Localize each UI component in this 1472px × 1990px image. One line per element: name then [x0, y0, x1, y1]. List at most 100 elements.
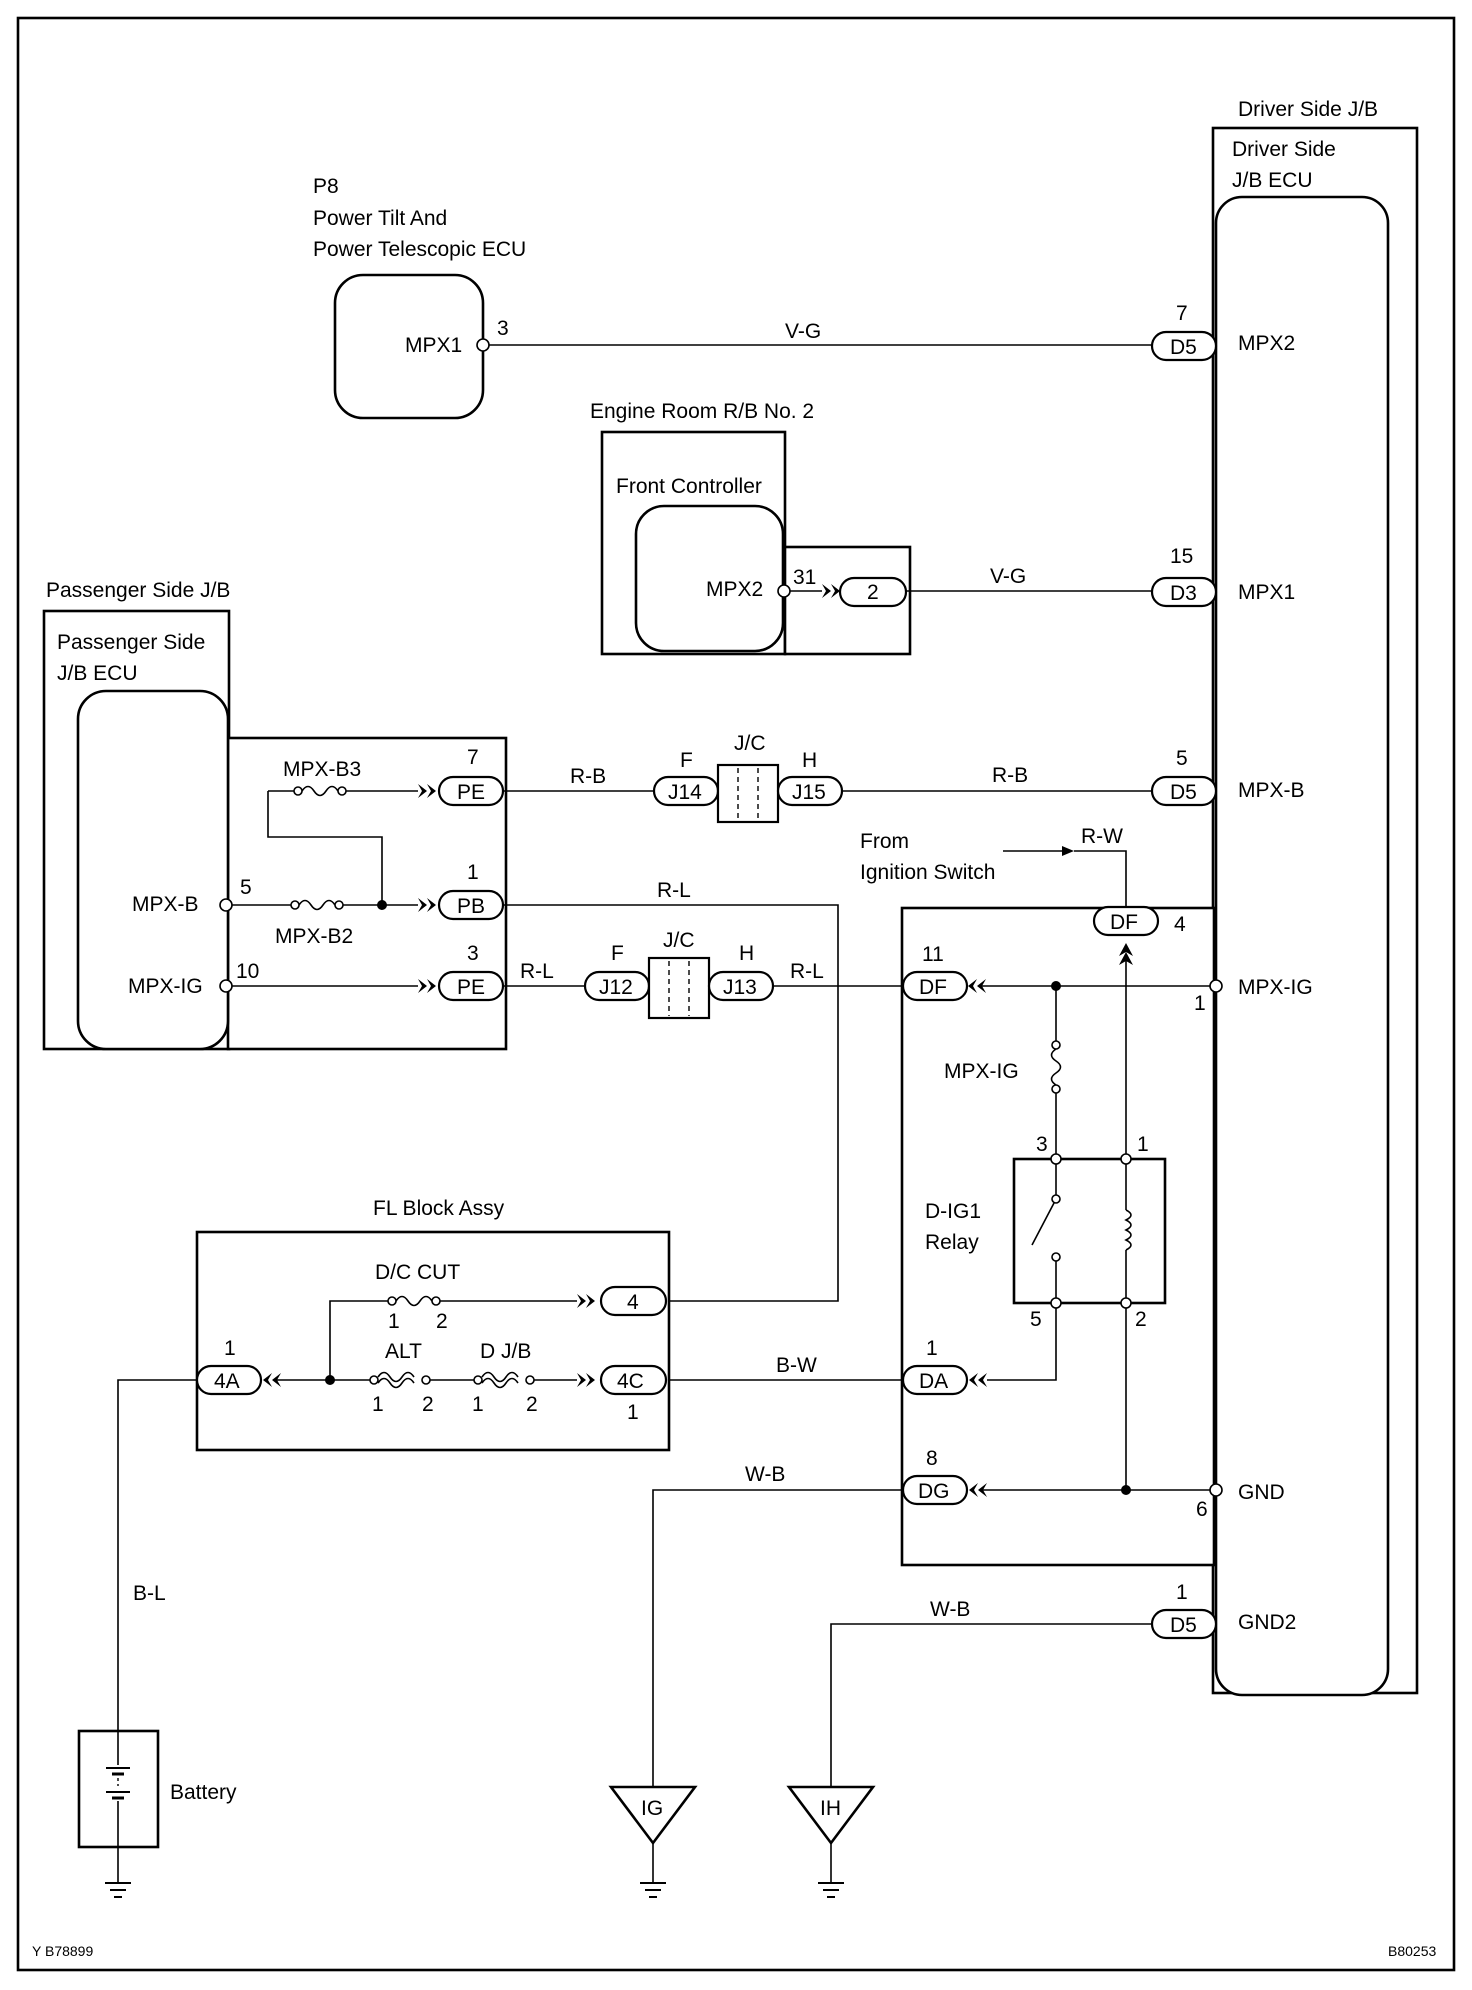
ground-ig: IG	[608, 1785, 698, 1898]
junction-connector-2: F J/C H J12 J13	[583, 929, 775, 1020]
label-wires-wb2: W-B	[930, 1598, 970, 1621]
label-pin-numbers-dc-1: 1	[388, 1310, 400, 1333]
label-components-p8-l1: P8	[313, 175, 339, 198]
label-connectors-pb: PB	[457, 895, 485, 918]
passenger-side-jb: Passenger Side J/B Passenger Side J/B EC…	[42, 579, 508, 1051]
label-connectors-df4: DF	[1110, 911, 1138, 934]
label-wires-rb1: R-B	[570, 765, 606, 788]
label-connectors-d5c: D5	[1170, 1614, 1197, 1637]
label-jc-jc2-h: H	[739, 942, 754, 965]
label-connectors-ig: IG	[641, 1797, 663, 1820]
label-components-engine-rb: Engine Room R/B No. 2	[590, 400, 814, 423]
label-pin-numbers-d-1: 1	[1194, 992, 1206, 1015]
label-connectors-c4: 4	[627, 1291, 639, 1314]
label-pin-numbers-pe-3: 3	[467, 942, 479, 965]
connector-d3-mpx1: D3 15	[1150, 545, 1218, 608]
driver-ecu-label-2: J/B ECU	[1232, 169, 1313, 192]
label-wires-bl: B-L	[133, 1582, 166, 1605]
label-jc-jc1-h: H	[802, 749, 817, 772]
label-fuses-mpxb2: MPX-B2	[275, 925, 353, 948]
label-connectors-df11: DF	[919, 976, 947, 999]
label-wires-rl1: R-L	[657, 879, 691, 902]
label-pin-numbers-dc-2: 2	[436, 1310, 448, 1333]
label-components-passenger-ecu-l1: Passenger Side	[57, 631, 205, 654]
pin-label-mpx-ig: MPX-IG	[1238, 976, 1313, 999]
connector-d5-mpx-b: D5 5	[1150, 747, 1218, 807]
fl-block-assy: FL Block Assy 4A 1 D/C CUT 1 2 4 ALT 1 2…	[195, 1197, 671, 1452]
label-connectors-j12: J12	[599, 976, 633, 999]
label-components-relay-l2: Relay	[925, 1231, 979, 1254]
label-connectors-j15: J15	[792, 781, 826, 804]
footer-right-code: B80253	[1388, 1943, 1436, 1959]
driver-jb-label: Driver Side J/B	[1238, 98, 1378, 121]
label-connectors-c2: 2	[867, 581, 879, 604]
connector-d5-gnd2: D5 1	[1150, 1581, 1218, 1640]
label-pin-numbers-d3-15: 15	[1170, 545, 1193, 568]
label-fuses-mpxb3: MPX-B3	[283, 758, 361, 781]
connector-d5-mpx2: D5 7	[1150, 302, 1218, 362]
label-pin-numbers-r-2: 2	[1135, 1308, 1147, 1331]
label-fuses-djb: D J/B	[480, 1340, 531, 1363]
pin-label-mpx1: MPX1	[1238, 581, 1295, 604]
label-connectors-dg: DG	[918, 1480, 950, 1503]
label-jc-jc1-f: F	[680, 749, 693, 772]
label-wires-bw: B-W	[776, 1354, 817, 1377]
label-jc-jc2: J/C	[663, 929, 695, 952]
label-wires-vg2: V-G	[990, 565, 1026, 588]
label-components-passenger-jb: Passenger Side J/B	[46, 579, 230, 602]
label-components-p8-l3: Power Telescopic ECU	[313, 238, 526, 261]
label-pin-numbers-d5-1: 1	[1176, 1581, 1188, 1604]
label-pin-numbers-alt-1: 1	[372, 1393, 384, 1416]
driver-jb-relay-section: From Ignition Switch R-W DF 4 DF 11 1 MP…	[860, 825, 1223, 1567]
label-pins-p8-mpx1: MPX1	[405, 334, 462, 357]
junction-connector-1: F J/C H J14 J15	[652, 732, 844, 824]
label-pin-numbers-djb-2: 2	[526, 1393, 538, 1416]
pin-label-gnd2: GND2	[1238, 1611, 1296, 1634]
label-pin-numbers-r-5: 5	[1030, 1308, 1042, 1331]
pin-label-mpx-b: MPX-B	[1238, 779, 1305, 802]
label-fuses-alt: ALT	[385, 1340, 422, 1363]
label-connectors-d5a: D5	[1170, 336, 1197, 359]
label-pin-numbers-r-3: 3	[1036, 1133, 1048, 1156]
label-pin-numbers-dg-8: 8	[926, 1447, 938, 1470]
pin-label-gnd: GND	[1238, 1481, 1285, 1504]
label-wires-vg1: V-G	[785, 320, 821, 343]
label-pin-numbers-r-1: 1	[1137, 1133, 1149, 1156]
label-pin-numbers-df-4: 4	[1174, 913, 1186, 936]
label-pins-p-mpxb: MPX-B	[132, 893, 199, 916]
label-connectors-d5b: D5	[1170, 781, 1197, 804]
label-pin-numbers-pb-1: 1	[467, 861, 479, 884]
label-connectors-c4c: 4C	[617, 1370, 644, 1393]
label-jc-jc1: J/C	[734, 732, 766, 755]
label-fuses-mpxig: MPX-IG	[944, 1060, 1019, 1083]
ground-ih: IH	[786, 1785, 876, 1898]
diagram-frame	[16, 16, 1456, 1972]
label-connectors-da: DA	[919, 1370, 948, 1393]
label-pin-numbers-alt-2: 2	[422, 1393, 434, 1416]
label-pin-numbers-p-5: 5	[240, 876, 252, 899]
label-connectors-j14: J14	[668, 781, 702, 804]
label-wires-rl2: R-L	[520, 960, 554, 983]
label-pin-numbers-fl-1: 1	[224, 1337, 236, 1360]
label-components-fl-block: FL Block Assy	[373, 1197, 505, 1220]
label-connectors-pe3: PE	[457, 976, 485, 999]
engine-room-rb-no2: Engine Room R/B No. 2 Front Controller M…	[590, 400, 912, 656]
label-wires-wb1: W-B	[745, 1463, 785, 1486]
label-wires-rb2: R-B	[992, 764, 1028, 787]
label-fuses-dccut: D/C CUT	[375, 1261, 460, 1284]
driver-side-jb: Driver Side J/B Driver Side J/B ECU MPX2…	[1211, 98, 1419, 1697]
label-jc-jc2-f: F	[611, 942, 624, 965]
p8-power-tilt-ecu: P8 Power Tilt And Power Telescopic ECU M…	[313, 175, 526, 420]
label-wires-rw: R-W	[1081, 825, 1123, 848]
label-connectors-c4a: 4A	[214, 1370, 240, 1393]
label-pins-fc-mpx2: MPX2	[706, 578, 763, 601]
label-connectors-ih: IH	[820, 1797, 841, 1820]
pin-label-mpx2: MPX2	[1238, 332, 1295, 355]
label-pin-numbers-d-6: 6	[1196, 1498, 1208, 1521]
label-components-from-ign-l1: From	[860, 830, 909, 853]
battery: Battery	[77, 1729, 237, 1898]
label-pin-numbers-da-1: 1	[926, 1337, 938, 1360]
label-components-passenger-ecu-l2: J/B ECU	[57, 662, 138, 685]
label-connectors-pe7: PE	[457, 781, 485, 804]
label-pin-numbers-p-10: 10	[236, 960, 259, 983]
